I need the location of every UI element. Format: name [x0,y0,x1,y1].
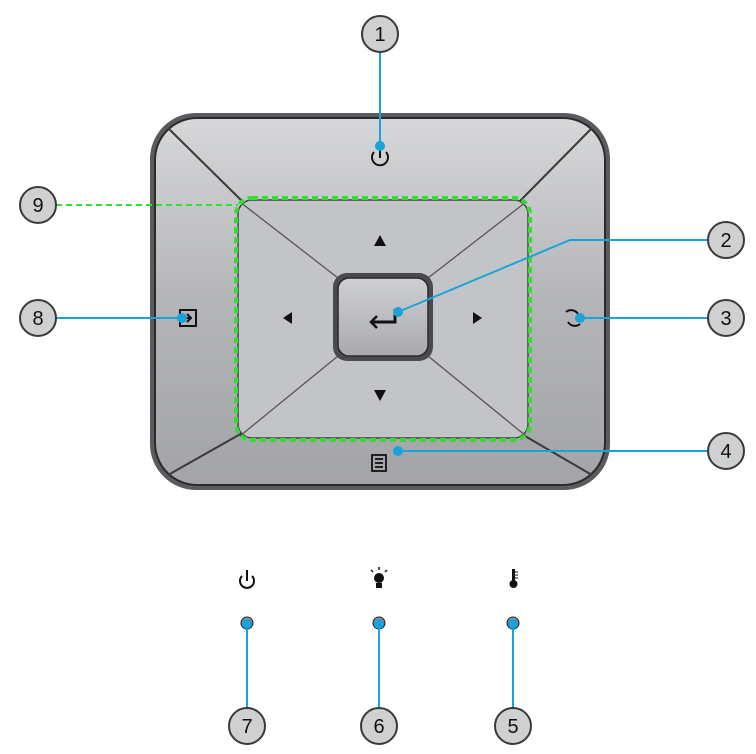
menu-icon [371,454,387,472]
leader-end-dots [177,141,585,629]
callout-number: 3 [720,308,731,330]
callout-badge-2: 2 [707,221,745,259]
callout-number: 1 [374,24,385,46]
callout-badge-6: 6 [360,707,398,745]
four-way-keys-highlight [234,196,532,442]
down-button[interactable] [374,390,386,401]
callout-badge-9: 9 [19,186,57,224]
callout-badge-7: 7 [228,707,266,745]
callout-badge-5: 5 [494,707,532,745]
resync-button[interactable] [565,309,581,327]
power-icon [239,570,255,589]
callout-badge-4: 4 [707,432,745,470]
callout-number: 5 [507,716,518,738]
callout-badge-3: 3 [707,299,745,337]
callout-lines [56,52,710,708]
callout-number: 6 [373,716,384,738]
right-button[interactable] [473,312,482,324]
callout-number: 9 [32,195,43,217]
thermometer-icon [509,569,518,588]
callout-number: 8 [32,308,43,330]
callout-badge-1: 1 [361,15,399,53]
callout-badge-8: 8 [19,299,57,337]
callout-number: 7 [241,716,252,738]
callout-number: 4 [720,441,731,463]
up-button[interactable] [374,235,386,246]
lamp-icon [370,567,388,588]
callout-number: 2 [720,230,731,252]
enter-button[interactable] [333,273,433,361]
leader-2 [397,239,710,313]
left-button[interactable] [283,312,292,324]
menu-button[interactable] [371,454,387,472]
resync-icon [565,309,581,327]
